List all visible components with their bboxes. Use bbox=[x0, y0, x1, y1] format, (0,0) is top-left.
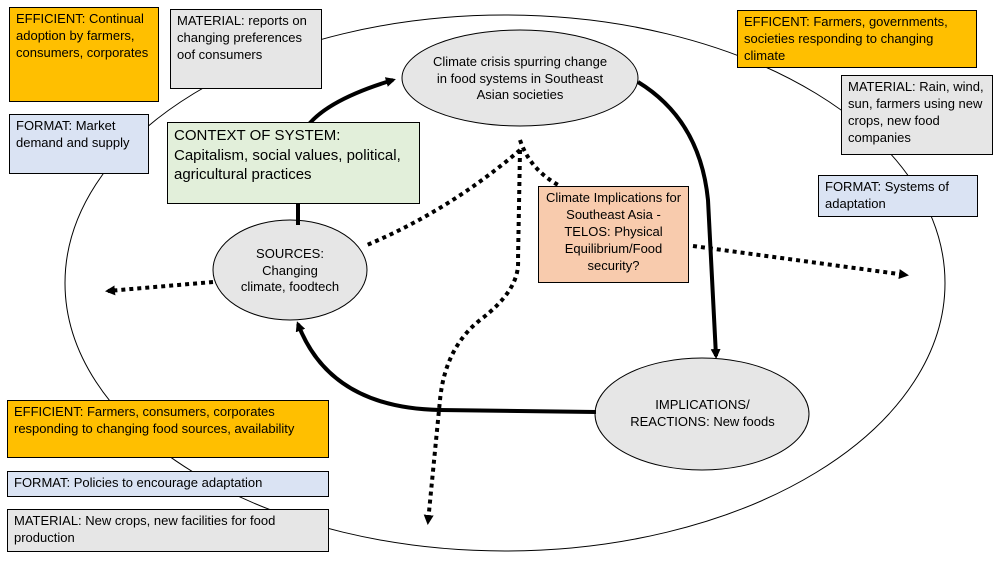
box-efficient-bottom: EFFICIENT: Farmers, consumers, corporate… bbox=[7, 400, 329, 458]
arrow-crisis-to-implications bbox=[636, 80, 721, 359]
arrow-implications-to-sources bbox=[295, 321, 597, 414]
box-efficient-top-left-text: EFFICIENT: Continual adoption by farmers… bbox=[16, 11, 149, 60]
node-implications-label: IMPLICATIONS/ REACTIONS: New foods bbox=[630, 397, 775, 429]
box-efficient-top-right-text: EFFICENT: Farmers, governments, societie… bbox=[744, 14, 948, 63]
box-format-left-text: FORMAT: Market demand and supply bbox=[16, 118, 130, 150]
box-material-bottom: MATERIAL: New crops, new facilities for … bbox=[7, 509, 329, 552]
box-material-bottom-text: MATERIAL: New crops, new facilities for … bbox=[14, 513, 276, 545]
box-telos-text: Climate Implications for Southeast Asia … bbox=[545, 190, 682, 273]
box-format-right-text: FORMAT: Systems of adaptation bbox=[825, 179, 949, 211]
box-efficient-bottom-text: EFFICIENT: Farmers, consumers, corporate… bbox=[14, 404, 295, 436]
dotted-arrow-down bbox=[423, 149, 522, 525]
node-climate-crisis: Climate crisis spurring change in food s… bbox=[410, 36, 630, 122]
box-format-bottom-text: FORMAT: Policies to encourage adaptation bbox=[14, 475, 263, 490]
dotted-line-crisis-to-sources bbox=[366, 148, 522, 247]
node-sources-label: SOURCES: Changing climate, foodtech bbox=[240, 245, 340, 295]
box-material-top: MATERIAL: reports on changing preference… bbox=[170, 9, 322, 89]
dotted-line-crisis-to-telos bbox=[518, 139, 561, 188]
dotted-arrow-sources-left bbox=[105, 280, 214, 296]
box-efficient-top-right: EFFICENT: Farmers, governments, societie… bbox=[737, 10, 977, 68]
box-format-bottom: FORMAT: Policies to encourage adaptation bbox=[7, 471, 329, 497]
box-context-text: CONTEXT OF SYSTEM: Capitalism, social va… bbox=[174, 127, 401, 183]
box-telos: Climate Implications for Southeast Asia … bbox=[538, 186, 689, 283]
box-material-top-text: MATERIAL: reports on changing preference… bbox=[177, 13, 307, 62]
node-implications: IMPLICATIONS/ REACTIONS: New foods bbox=[610, 366, 795, 462]
box-context: CONTEXT OF SYSTEM: Capitalism, social va… bbox=[167, 122, 420, 204]
climate-crisis-ellipse bbox=[401, 29, 639, 127]
implications-ellipse bbox=[594, 357, 810, 471]
box-format-right: FORMAT: Systems of adaptation bbox=[818, 175, 978, 217]
box-format-left: FORMAT: Market demand and supply bbox=[9, 114, 149, 174]
dotted-arrow-right bbox=[692, 244, 909, 280]
sources-ellipse bbox=[212, 219, 368, 321]
node-sources: SOURCES: Changing climate, foodtech bbox=[220, 226, 360, 316]
box-material-right: MATERIAL: Rain, wind, sun, farmers using… bbox=[841, 75, 993, 155]
box-material-right-text: MATERIAL: Rain, wind, sun, farmers using… bbox=[848, 79, 984, 145]
node-climate-crisis-label: Climate crisis spurring change in food s… bbox=[432, 53, 608, 103]
box-efficient-top-left: EFFICIENT: Continual adoption by farmers… bbox=[9, 7, 159, 102]
system-boundary-ellipse bbox=[64, 14, 946, 552]
